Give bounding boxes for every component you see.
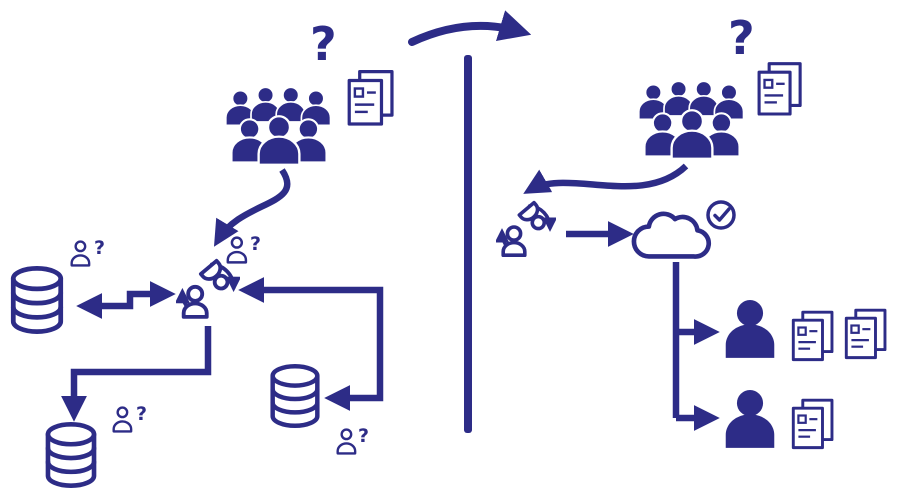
question-mark-small-team: ? bbox=[250, 233, 261, 255]
documents-icon-left bbox=[347, 69, 394, 126]
arrow-team-db-bottom-right bbox=[238, 277, 384, 411]
question-mark-large-right: ? bbox=[728, 11, 755, 65]
divider-line bbox=[464, 55, 472, 433]
person-icon-1 bbox=[725, 300, 775, 358]
question-mark-small-db-bottom-right: ? bbox=[358, 425, 369, 447]
person-question-icon-db-bottom-left bbox=[112, 406, 133, 433]
team-sync-icon-left bbox=[182, 261, 233, 317]
arrow-crowd-to-team-left bbox=[213, 168, 291, 247]
documents-icon-right bbox=[757, 62, 802, 116]
database-icon-left bbox=[13, 268, 60, 331]
arrow-team-to-db-bottom-left bbox=[61, 326, 212, 422]
person-icon-2 bbox=[725, 390, 775, 448]
question-mark-small-db-left: ? bbox=[94, 237, 105, 259]
person-question-icon-db-left bbox=[70, 240, 91, 267]
check-circle-icon bbox=[706, 200, 736, 230]
person-question-icon-team bbox=[226, 236, 248, 264]
document-stack-icon-2 bbox=[791, 398, 834, 450]
crowd-icon-right bbox=[639, 81, 744, 159]
document-stack-icon-1b bbox=[844, 308, 887, 360]
transition-arrow bbox=[408, 10, 532, 46]
question-mark-small-db-bottom-left: ? bbox=[136, 403, 147, 425]
question-mark-large-left: ? bbox=[310, 17, 337, 71]
team-sync-icon-right bbox=[502, 203, 550, 256]
arrow-crowd-to-team-right bbox=[523, 163, 689, 194]
database-icon-bottom-left bbox=[48, 424, 94, 485]
database-icon-bottom-right bbox=[273, 366, 318, 426]
document-stack-icon-1a bbox=[791, 310, 834, 362]
person-question-icon-db-bottom-right bbox=[336, 428, 357, 455]
crowd-icon-left bbox=[226, 87, 331, 165]
cloud-icon bbox=[634, 214, 709, 257]
arrow-db-team-bidirectional bbox=[76, 281, 176, 319]
